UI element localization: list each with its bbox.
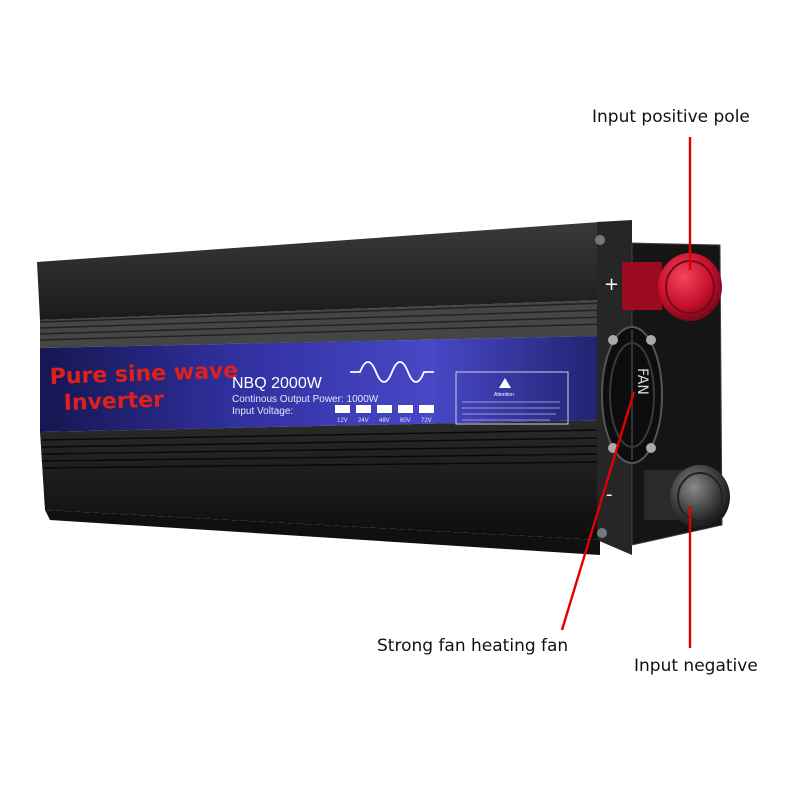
negative-terminal xyxy=(644,465,730,529)
warning-icon xyxy=(499,378,511,388)
positive-terminal xyxy=(622,253,722,321)
voltage-24v: 24V xyxy=(358,418,369,424)
voltage-48v: 48V xyxy=(379,418,390,424)
minus-marking: - xyxy=(606,484,613,505)
callout-line-fan xyxy=(560,391,636,631)
voltage-boxes xyxy=(335,405,434,413)
housing-lower xyxy=(40,420,600,540)
housing-top xyxy=(37,222,605,320)
label-input-voltage: Input Voltage: xyxy=(232,406,293,417)
label-continuous: Continous Output Power: 1000W xyxy=(232,394,379,405)
callout-negative: Input negative xyxy=(634,656,758,676)
fan-marking: FAN xyxy=(634,368,650,395)
attention-title: Attention xyxy=(494,392,514,398)
product-label xyxy=(40,336,600,432)
callout-fan: Strong fan heating fan xyxy=(377,636,569,656)
voltage-12v: 12V xyxy=(337,418,348,424)
sine-wave-icon xyxy=(350,361,434,383)
cooling-fins-lower xyxy=(41,429,601,469)
plus-marking: + xyxy=(604,274,619,295)
voltage-72v: 72V xyxy=(421,418,432,424)
attention-box: Attention xyxy=(455,371,569,425)
label-title-line2: Inverter xyxy=(63,388,164,416)
label-model: NBQ 2000W xyxy=(232,375,323,392)
voltage-60v: 60V xyxy=(400,418,411,424)
callout-positive-pole: Input positive pole xyxy=(592,107,750,127)
callout-lines xyxy=(560,137,692,648)
